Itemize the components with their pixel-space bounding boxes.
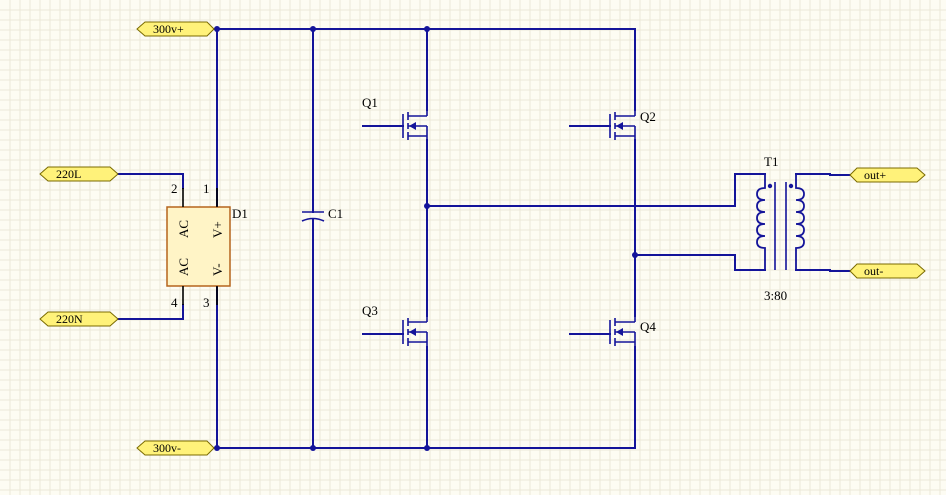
d1-label-ac-top: AC bbox=[176, 220, 191, 238]
q1-designator: Q1 bbox=[362, 95, 378, 110]
port-220L[interactable]: 220L bbox=[39, 166, 119, 182]
d1-label-vminus: V- bbox=[210, 263, 225, 276]
bridge-rectifier-d1[interactable]: D1 2 1 4 3 AC AC V+ V- bbox=[166, 181, 248, 310]
q2-designator: Q2 bbox=[640, 109, 656, 124]
port-300v-plus[interactable]: 300v+ bbox=[136, 21, 215, 37]
mosfet-q3[interactable] bbox=[402, 316, 428, 348]
port-out-minus-label: out- bbox=[864, 264, 883, 278]
d1-label-vplus: V+ bbox=[210, 221, 225, 238]
q4-designator: Q4 bbox=[640, 319, 656, 334]
port-220L-label: 220L bbox=[56, 167, 81, 181]
port-out-plus-label: out+ bbox=[864, 168, 886, 182]
d1-pin-2: 2 bbox=[171, 181, 178, 196]
mosfet-q2[interactable] bbox=[609, 110, 636, 142]
capacitor-c1[interactable]: C1 bbox=[301, 206, 343, 222]
transformer-t1[interactable]: T1 3:80 bbox=[756, 154, 805, 303]
d1-pin-3: 3 bbox=[203, 295, 210, 310]
port-300v-plus-label: 300v+ bbox=[153, 22, 184, 36]
mosfet-q1[interactable] bbox=[402, 110, 428, 142]
d1-pin-1: 1 bbox=[203, 181, 210, 196]
port-300v-minus-label: 300v- bbox=[153, 441, 181, 455]
c1-designator: C1 bbox=[328, 206, 343, 221]
mosfet-q4[interactable] bbox=[609, 316, 636, 348]
junctions bbox=[214, 26, 638, 451]
port-220N-label: 220N bbox=[56, 312, 83, 326]
d1-label-ac-bottom: AC bbox=[176, 258, 191, 276]
d1-pin-4: 4 bbox=[171, 295, 178, 310]
port-220N[interactable]: 220N bbox=[39, 311, 119, 327]
q3-designator: Q3 bbox=[362, 303, 378, 318]
t1-ratio: 3:80 bbox=[764, 288, 787, 303]
port-300v-minus[interactable]: 300v- bbox=[136, 440, 215, 456]
d1-designator: D1 bbox=[232, 206, 248, 221]
wires bbox=[117, 28, 851, 449]
t1-designator: T1 bbox=[764, 154, 778, 169]
port-out-plus[interactable]: out+ bbox=[849, 167, 926, 183]
port-out-minus[interactable]: out- bbox=[849, 263, 926, 279]
